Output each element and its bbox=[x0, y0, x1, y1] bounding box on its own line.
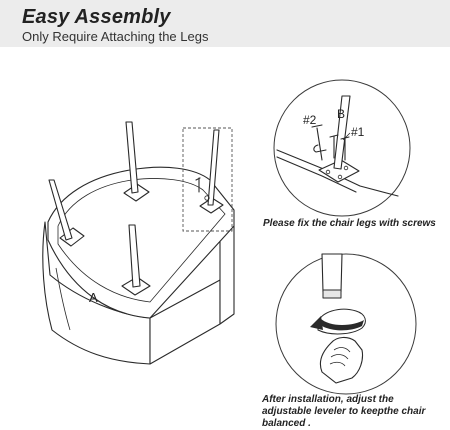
leveler-detail bbox=[275, 253, 417, 395]
label-screw-1: #1 bbox=[351, 125, 365, 139]
part-label-a: A bbox=[89, 290, 98, 305]
page-subtitle: Only Require Attaching the Legs bbox=[22, 29, 209, 44]
leg-screw-detail bbox=[273, 79, 411, 217]
label-screw-2: #2 bbox=[303, 113, 317, 127]
page-title: Easy Assembly bbox=[22, 6, 171, 28]
leg-screw-caption: Please fix the chair legs with screws bbox=[263, 218, 436, 229]
label-b: B bbox=[337, 107, 345, 121]
header-band bbox=[0, 0, 450, 47]
leveler-caption: After installation, adjust the adjustabl… bbox=[262, 394, 426, 429]
chair-illustration bbox=[42, 121, 235, 365]
